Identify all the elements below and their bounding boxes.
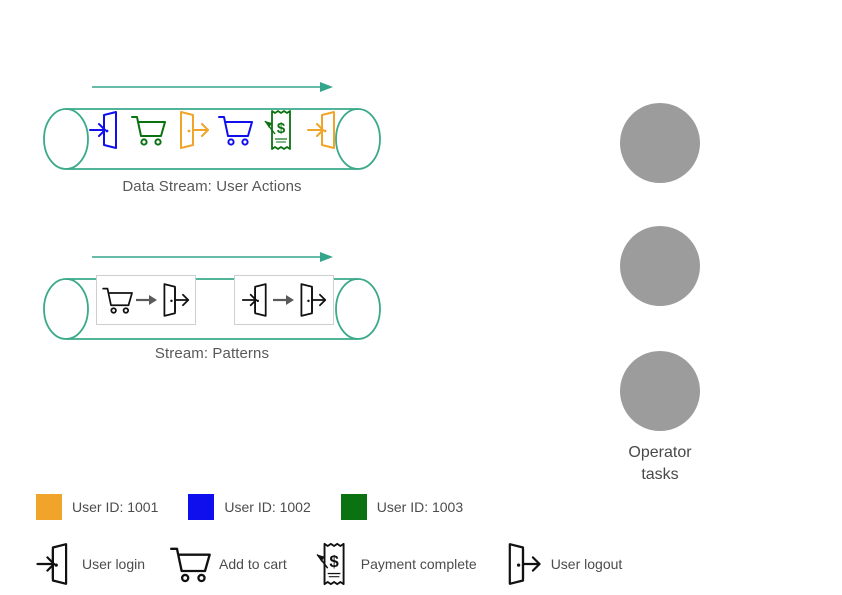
- stream-flow-arrow: [92, 78, 334, 96]
- pattern-arrow-icon: [273, 294, 295, 306]
- svg-text:$: $: [329, 552, 339, 571]
- legend-label: Payment complete: [360, 556, 477, 572]
- user-logout-icon: [297, 282, 327, 318]
- legend-item-payment-complete: $ Payment complete: [309, 540, 477, 588]
- stream-cylinder: [42, 104, 382, 174]
- legend-label: User logout: [550, 556, 623, 572]
- payment-complete-icon: $: [263, 108, 297, 152]
- legend-item-user-1002: User ID: 1002: [188, 494, 311, 520]
- legend-label: User login: [82, 556, 146, 572]
- add-to-cart-icon: [130, 114, 167, 146]
- stream-caption: Stream: Patterns: [154, 345, 270, 362]
- legend-label: User ID: 1003: [376, 499, 464, 515]
- legend-item-user-logout: User logout: [499, 540, 623, 588]
- stream-patterns: Stream: Patterns: [42, 248, 387, 370]
- operator-tasks-label-line1: Operator: [628, 444, 692, 461]
- stream-flow-arrow: [92, 248, 334, 266]
- user-login-icon: [88, 110, 122, 150]
- user-logout-icon: [499, 540, 547, 588]
- operator-tasks-label: Operator tasks: [590, 442, 730, 486]
- user-login-icon: [241, 282, 271, 318]
- data-stream-user-actions: $ Da: [42, 78, 387, 203]
- color-swatch: [36, 494, 62, 520]
- pattern-box: [234, 275, 334, 325]
- legend-actions: User login Add to cart $: [30, 540, 644, 588]
- stream-caption: Data Stream: User Actions: [122, 178, 302, 195]
- legend-item-user-1003: User ID: 1003: [340, 494, 464, 520]
- payment-complete-icon: $: [309, 540, 357, 588]
- pattern-box: [96, 275, 196, 325]
- user-logout-icon: [160, 282, 190, 318]
- add-to-cart-icon: [102, 286, 134, 314]
- legend-item-user-login: User login: [30, 540, 145, 588]
- operator-task-circle[interactable]: [620, 351, 700, 431]
- user-login-icon: [30, 540, 78, 588]
- pattern-arrow-icon: [136, 294, 158, 306]
- legend-item-add-to-cart: Add to cart: [167, 540, 287, 588]
- stream-patterns-list: [96, 274, 334, 326]
- color-swatch: [340, 494, 367, 520]
- operator-task-circle[interactable]: [620, 226, 700, 306]
- color-swatch: [188, 494, 215, 520]
- stream-events: $: [88, 104, 340, 156]
- legend-label: Add to cart: [219, 556, 287, 572]
- add-to-cart-icon: [218, 114, 254, 146]
- operator-tasks-label-line2: tasks: [641, 466, 679, 483]
- add-to-cart-icon: [167, 540, 215, 588]
- legend-user-ids: User ID: 1001 User ID: 1002 User ID: 100…: [36, 494, 493, 520]
- svg-text:$: $: [277, 120, 286, 137]
- legend-item-user-1001: User ID: 1001: [36, 494, 158, 520]
- legend-label: User ID: 1001: [72, 499, 159, 515]
- user-login-icon: [306, 110, 340, 150]
- legend-label: User ID: 1002: [224, 499, 311, 515]
- operator-task-circle[interactable]: [620, 103, 700, 183]
- user-logout-icon: [176, 110, 210, 150]
